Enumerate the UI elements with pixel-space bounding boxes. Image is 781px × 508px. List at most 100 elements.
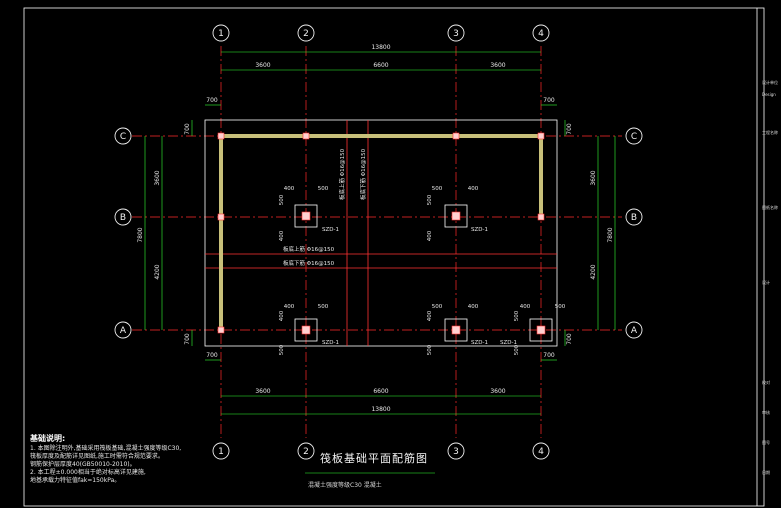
tb-line-8: 图号 (762, 440, 770, 445)
edge-lb-text: 700 (184, 333, 191, 345)
pile-core-2b (301, 211, 311, 221)
pile-caps (294, 204, 553, 342)
rebar-label-v-right: 板底下筋 Φ16@150 (359, 148, 367, 200)
col-2a-w: 400 (284, 304, 295, 310)
pile-cap-2b (294, 204, 318, 228)
tb-line-5: 设计 (762, 280, 770, 285)
notes-heading: 基础说明: (30, 434, 66, 443)
col-2b-w: 400 (284, 186, 295, 192)
tb-line-1: 设计单位 (762, 80, 778, 85)
rebar-lines (205, 120, 557, 346)
grid-axis-lines (132, 46, 622, 438)
dim-left-span-1: 3600 (154, 170, 161, 185)
sheet-border (23, 7, 765, 507)
pile-core-3a (451, 325, 461, 335)
edge-rb-text: 700 (566, 333, 573, 345)
axis-bubble-1-bottom (212, 442, 230, 460)
axis-label-4-bottom: 4 (538, 447, 544, 457)
axis-label-a-left: A (120, 326, 127, 336)
axis-label-1-bottom: 1 (218, 447, 224, 457)
drawing-title: 筏板基础平面配筋图 (320, 452, 428, 465)
tb-line-4: 图纸名称 (762, 205, 778, 210)
tb-line-7: 审核 (762, 410, 770, 415)
tb-line-6: 校对 (762, 380, 770, 385)
dim-left-span-2: 4200 (154, 264, 161, 279)
axis-bubble-c-left (114, 127, 132, 145)
axis-bubble-4-top (532, 24, 550, 42)
col-4a-v2: 500 (514, 344, 520, 355)
dim-top-total-text: 13800 (371, 44, 390, 51)
col-3a-v2: 500 (427, 344, 433, 355)
axis-bubble-c-right (625, 127, 643, 145)
dim-top-span-3: 3600 (490, 62, 505, 69)
edge-br-text: 700 (543, 352, 555, 359)
axis-label-b-right: B (631, 213, 637, 223)
axis-label-3-top: 3 (453, 29, 459, 39)
wall-path (219, 134, 543, 330)
edge-lt-text: 700 (184, 123, 191, 135)
pile-core-2a (301, 325, 311, 335)
dim-bottom-span-1: 3600 (255, 388, 270, 395)
dim-right-total-text: 7800 (607, 227, 614, 242)
node-1a (217, 326, 225, 334)
axis-bubble-b-left (114, 208, 132, 226)
notes-line-1: 1. 本图除注明外,基础采用筏板基础,混凝土强度等级C30, (30, 445, 182, 452)
drawing-subtitle: 混凝土强度等级C30 混凝土 (308, 482, 382, 489)
col-2a-v2: 500 (279, 344, 285, 355)
pile-core-4a (536, 325, 546, 335)
col-4a-w: 400 (520, 304, 531, 310)
axis-bubble-4-bottom (532, 442, 550, 460)
column-label-3a: SZD-1 (471, 340, 488, 346)
notes-line-3: 钢筋保护层厚度40(GB50010-2010)。 (30, 461, 136, 468)
axis-label-3-bottom: 3 (453, 447, 459, 457)
axis-bubble-2-top (297, 24, 315, 42)
column-label-2a: SZD-1 (322, 340, 339, 346)
axis-label-a-right: A (631, 326, 638, 336)
axis-bubble-3-bottom (447, 442, 465, 460)
axis-label-b-left: B (120, 213, 126, 223)
column-label-4a: SZD-1 (500, 340, 517, 346)
col-3a-w: 500 (432, 304, 443, 310)
wall-l-shape (219, 134, 543, 330)
col-4a-h: 500 (555, 304, 566, 310)
col-3b-v1: 500 (427, 194, 433, 205)
dim-bottom-total-text: 13800 (371, 406, 390, 413)
axis-bubble-1-top (212, 24, 230, 42)
axis-bubble-a-right (625, 321, 643, 339)
edge-rt-text: 700 (566, 123, 573, 135)
dim-bottom-span-3: 3600 (490, 388, 505, 395)
rebar-label-h-top: 板底上筋 Φ16@150 (283, 245, 335, 253)
pile-cap-3a (444, 318, 468, 342)
axis-label-2-top: 2 (303, 29, 309, 39)
pile-cores (301, 211, 546, 335)
dim-left-total-text: 7800 (137, 227, 144, 242)
notes-line-5: 地基承载力特征值fak=150kPa。 (30, 477, 121, 484)
node-4c (537, 132, 545, 140)
dimension-lines (144, 51, 616, 474)
edge-tr-text: 700 (543, 97, 555, 104)
col-3b-h: 400 (468, 186, 479, 192)
tb-line-3: 工程名称 (762, 130, 778, 135)
column-label-3b: SZD-1 (471, 227, 488, 233)
pile-core-3b (451, 211, 461, 221)
node-1b (217, 213, 225, 221)
dim-right-span-1: 3600 (590, 170, 597, 185)
pile-cap-2a (294, 318, 318, 342)
dim-bottom-span-2: 6600 (373, 388, 388, 395)
raft-outline (204, 119, 558, 347)
rebar-label-v-left: 板底上筋 Φ16@150 (338, 148, 346, 200)
foundation-notes: 基础说明: 1. 本图除注明外,基础采用筏板基础,混凝土强度等级C30, 筏板厚… (30, 435, 270, 485)
edge-tl-text: 700 (206, 97, 218, 104)
dim-top-span-2: 6600 (373, 62, 388, 69)
axis-label-1-top: 1 (218, 29, 224, 39)
wall-nodes (217, 132, 545, 334)
col-2b-v1: 500 (279, 194, 285, 205)
column-label-2b: SZD-1 (322, 227, 339, 233)
col-2b-h: 500 (318, 186, 329, 192)
edge-bl-text: 700 (206, 352, 218, 359)
notes-line-2: 筏板厚度及配筋详见图纸,施工时需符合规范要求。 (30, 453, 164, 460)
col-3b-w: 500 (432, 186, 443, 192)
axis-label-2-bottom: 2 (303, 447, 309, 457)
dim-right-span-2: 4200 (590, 264, 597, 279)
node-3c (452, 132, 460, 140)
